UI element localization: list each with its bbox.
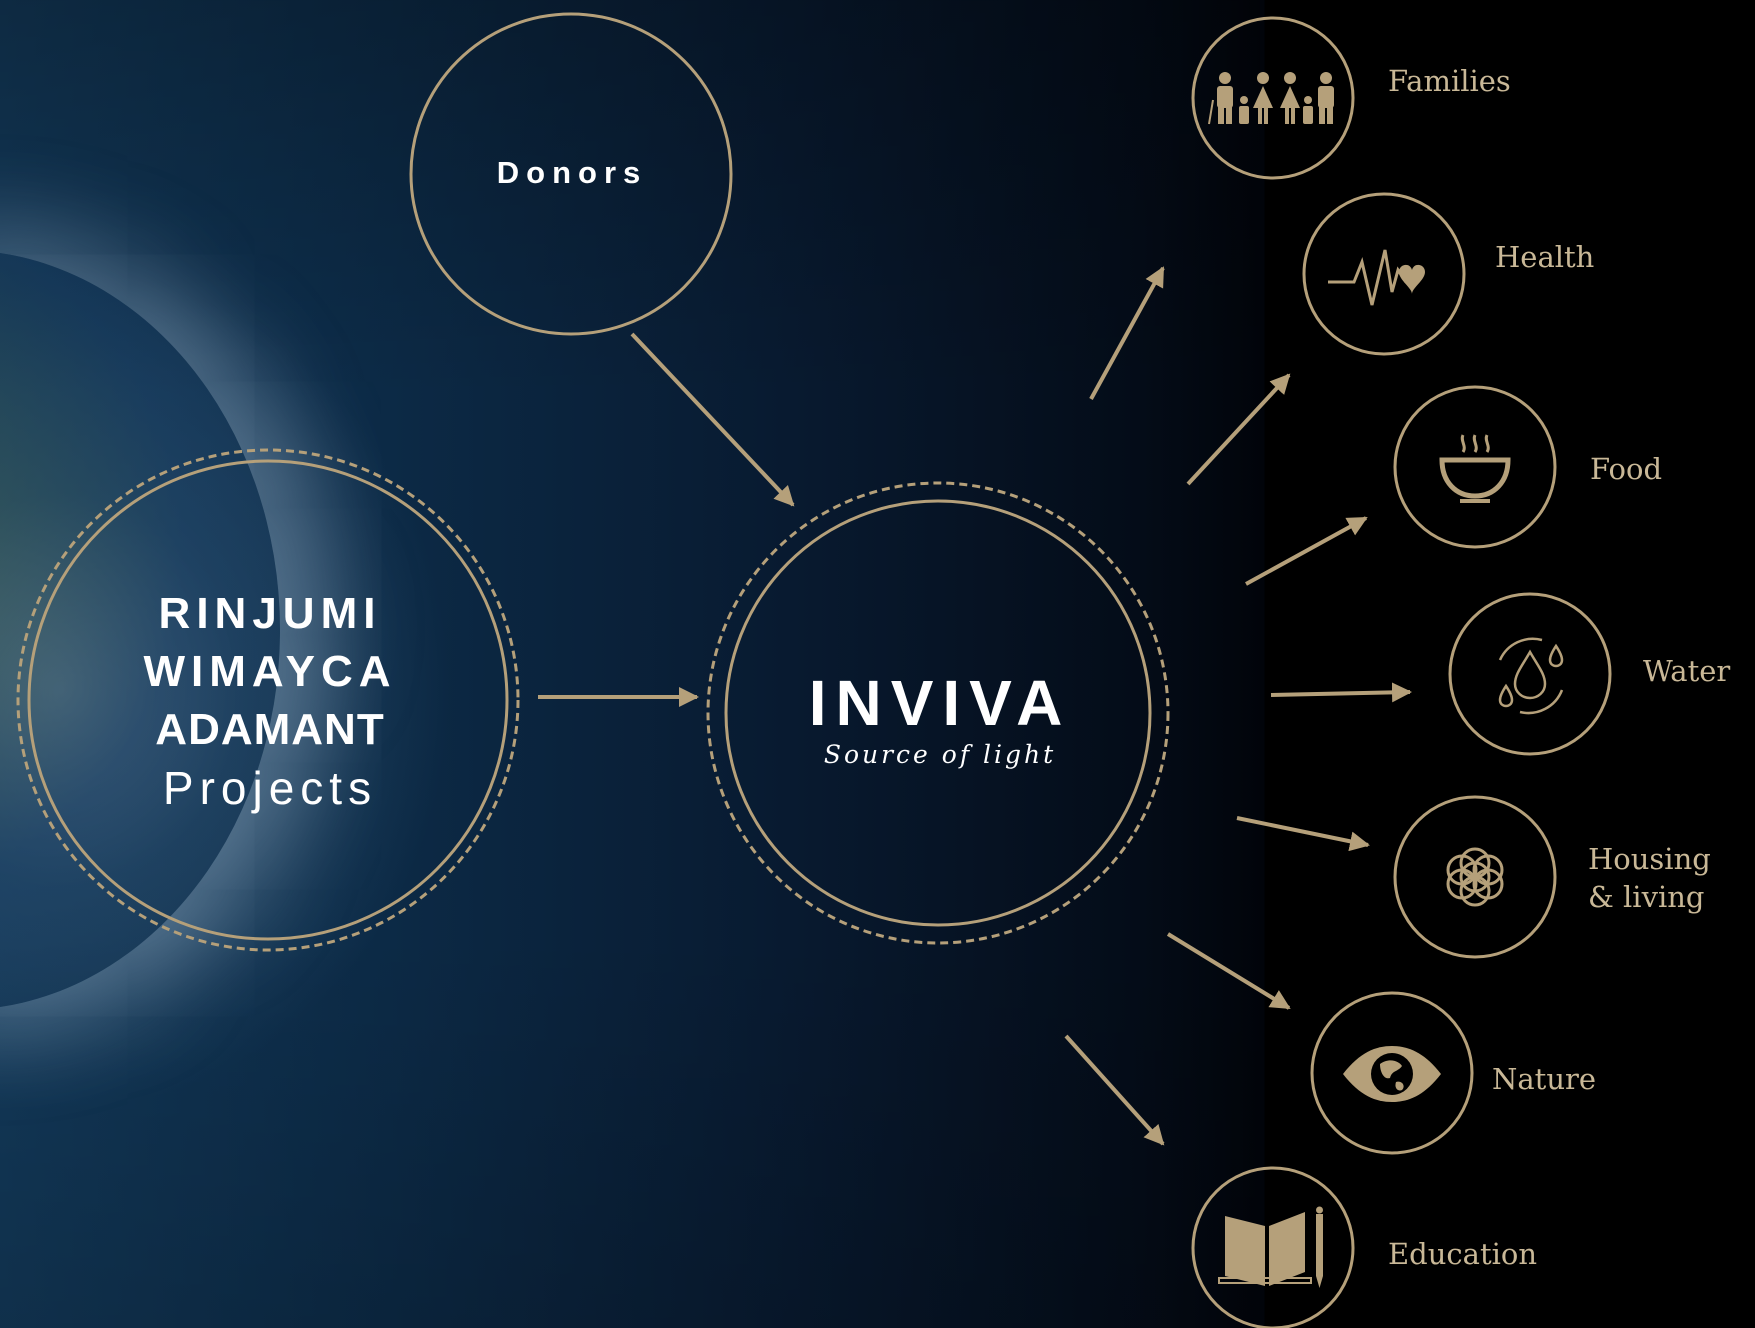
- families-label: Families: [1388, 64, 1511, 98]
- globe-eye-icon: [1343, 1046, 1441, 1102]
- housing-circle: [1393, 795, 1557, 959]
- book-pencil-icon: [1218, 1206, 1323, 1288]
- education-label: Education: [1388, 1237, 1538, 1271]
- education-circle: [1191, 1166, 1355, 1328]
- health-circle: [1302, 192, 1466, 356]
- water-circle: [1448, 592, 1612, 756]
- inviva-inner-circle: [724, 499, 1152, 927]
- housing-label-line-1: Housing: [1588, 842, 1711, 876]
- arrow-to-nature: [1166, 932, 1291, 1010]
- projects-outer-dashed-circle: [16, 448, 520, 952]
- donors-label: Donors: [496, 155, 648, 190]
- families-circle: [1191, 16, 1355, 180]
- water-cycle-icon: [1498, 637, 1564, 715]
- inviva-title: INVIVA: [808, 667, 1072, 739]
- food-label: Food: [1590, 452, 1663, 486]
- nature-label: Nature: [1492, 1062, 1597, 1096]
- arrow-to-water: [1270, 682, 1412, 703]
- arrow-to-housing: [1236, 816, 1370, 852]
- arrow-to-education: [1064, 1034, 1165, 1146]
- arrow-to-health: [1186, 373, 1291, 486]
- arrow-donors-to-inviva: [630, 332, 795, 507]
- heartbeat-icon: [1328, 249, 1425, 306]
- projects-line-2: WIMAYCA: [143, 647, 397, 696]
- projects-line-3: ADAMANT: [155, 705, 385, 754]
- nature-circle: [1310, 991, 1474, 1155]
- donors-circle: [409, 12, 733, 336]
- family-icon: [1208, 72, 1334, 125]
- arrow-to-families: [1089, 266, 1165, 400]
- health-label: Health: [1495, 240, 1595, 274]
- soup-bowl-icon: [1439, 434, 1511, 503]
- food-circle: [1393, 385, 1557, 549]
- projects-line-1: RINJUMI: [158, 589, 382, 638]
- flower-of-life-icon: [1446, 847, 1504, 907]
- housing-label-line-2: & living: [1588, 880, 1705, 914]
- projects-inner-circle: [27, 459, 509, 941]
- arrow-to-food: [1245, 516, 1368, 586]
- inviva-tagline: Source of light: [823, 740, 1057, 769]
- water-label: Water: [1643, 654, 1731, 688]
- projects-line-4: Projects: [162, 762, 378, 814]
- inviva-outer-dashed-circle: [706, 481, 1170, 945]
